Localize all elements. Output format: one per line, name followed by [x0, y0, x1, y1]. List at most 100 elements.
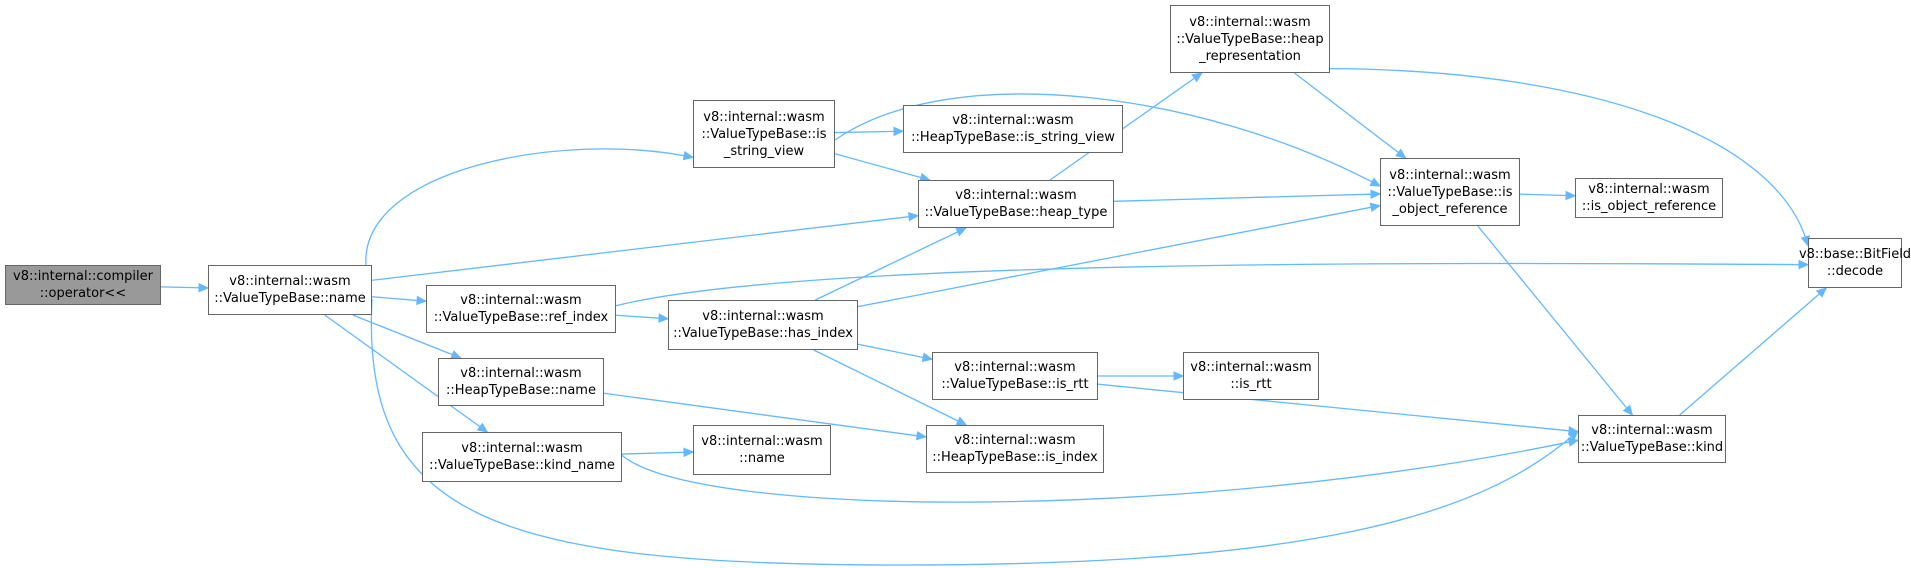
edge-is-string-view-to-ht-is-string-view: [834, 130, 904, 134]
edge-has-index-to-is-obj-ref: [857, 204, 1381, 308]
edge-kind-name-to-w-name: [621, 451, 694, 455]
edge-arrowhead: [955, 227, 967, 237]
node-label-line: v8::internal::wasm: [701, 434, 823, 449]
edge-arrowhead: [921, 352, 934, 362]
edge-arrowhead: [476, 422, 489, 433]
edge-has-index-to-is-rtt: [857, 343, 933, 360]
node-kind[interactable]: v8::internal::wasm::ValueTypeBase::kind: [1578, 415, 1726, 463]
node-is-string-view[interactable]: v8::internal::wasm::ValueTypeBase::is_st…: [693, 100, 835, 168]
node-label-line: v8::internal::wasm: [1591, 423, 1713, 438]
edge-arrowhead: [1191, 72, 1203, 83]
edge-heap-type-to-heap-rep: [1049, 72, 1203, 181]
edge-arrowhead: [893, 126, 905, 137]
node-w-name[interactable]: v8::internal::wasm::name: [693, 425, 831, 475]
node-label-line: v8::internal::compiler: [13, 269, 153, 284]
node-label-line: ::ValueTypeBase::kind: [1580, 440, 1724, 455]
edge-heap-rep-to-is-obj-ref: [1294, 72, 1406, 159]
edge-name-to-kind: [370, 298, 1579, 566]
node-label-line: ::ValueTypeBase::is_rtt: [941, 377, 1089, 392]
edge-name-to-heap-type: [371, 214, 919, 281]
node-ref-index[interactable]: v8::internal::wasm::ValueTypeBase::ref_i…: [426, 285, 616, 333]
edge-arrowhead: [955, 416, 968, 426]
node-label-line: ::ValueTypeBase::ref_index: [433, 310, 609, 325]
edge-arrowhead: [1815, 287, 1828, 298]
node-label-line: ::ValueTypeBase::heap: [1176, 31, 1324, 47]
node-label-line: v8::internal::wasm: [955, 188, 1077, 203]
edge-arrowhead: [908, 211, 920, 222]
node-label-line: ::name: [739, 451, 785, 466]
node-label-line: ::HeapTypeBase::is_string_view: [911, 130, 1115, 145]
edge-arrowhead: [1565, 190, 1577, 201]
edge-has-index-to-heap-type: [814, 227, 967, 301]
node-label-line: ::decode: [1826, 264, 1884, 279]
node-bitfield[interactable]: v8::base::BitField::decode: [1799, 238, 1911, 288]
node-label-line: ::ValueTypeBase::heap_type: [924, 205, 1108, 220]
node-is-obj-ref[interactable]: v8::internal::wasm::ValueTypeBase::is_ob…: [1380, 158, 1520, 226]
edge-arrowhead: [1369, 177, 1382, 187]
node-label-line: v8::internal::wasm: [954, 360, 1076, 375]
node-label-line: ::ValueTypeBase::kind_name: [429, 458, 615, 473]
edge-arrowhead: [1173, 371, 1185, 381]
node-label-line: v8::internal::wasm: [1588, 182, 1710, 197]
node-w-is-obj-ref[interactable]: v8::internal::wasm::is_object_reference: [1575, 178, 1723, 218]
node-kind-name[interactable]: v8::internal::wasm::ValueTypeBase::kind_…: [422, 432, 622, 482]
node-label-line: _representation: [1199, 48, 1301, 64]
node-ht-name[interactable]: v8::internal::wasm::HeapTypeBase::name: [438, 358, 604, 406]
node-label-line: v8::internal::wasm: [1190, 360, 1312, 375]
edge-kind-to-bitfield: [1679, 287, 1827, 416]
edge-arrowhead: [416, 295, 428, 306]
node-ht-is-index[interactable]: v8::internal::wasm::HeapTypeBase::is_ind…: [926, 425, 1104, 473]
node-label-line: v8::internal::wasm: [229, 274, 351, 289]
node-label-line: v8::internal::wasm: [460, 293, 582, 308]
edge-name-to-is-string-view: [365, 148, 694, 266]
edge-ht-name-to-ht-is-index: [603, 392, 927, 438]
node-label-line: v8::internal::wasm: [1189, 14, 1311, 30]
node-label-line: v8::internal::wasm: [1389, 167, 1511, 183]
node-label-line: v8::internal::wasm: [954, 433, 1076, 448]
node-label-line: v8::internal::wasm: [460, 366, 582, 381]
edge-ref-index-to-bitfield: [615, 262, 1809, 307]
edge-arrowhead: [1369, 202, 1382, 213]
node-label-line: v8::internal::wasm: [703, 109, 825, 125]
node-label-line: v8::internal::wasm: [461, 441, 583, 456]
edge-arrowhead: [198, 283, 210, 293]
edge-arrowhead: [1798, 259, 1810, 270]
node-label-line: ::ValueTypeBase::name: [214, 291, 366, 306]
edge-is-rtt-to-kind: [1097, 383, 1579, 433]
node-label-line: v8::internal::wasm: [702, 309, 824, 324]
node-name[interactable]: v8::internal::wasm::ValueTypeBase::name: [208, 265, 372, 315]
edge-heap-rep-to-bitfield: [1329, 67, 1809, 246]
edge-arrowhead: [1395, 148, 1407, 159]
edge-arrowhead: [1622, 404, 1634, 416]
node-label-line: v8::internal::wasm: [952, 113, 1074, 128]
edge-has-index-to-ht-is-index: [813, 349, 967, 426]
edge-arrowhead: [1568, 425, 1580, 436]
node-w-is-rtt[interactable]: v8::internal::wasm::is_rtt: [1183, 352, 1319, 400]
node-op[interactable]: v8::internal::compiler::operator<<: [5, 265, 161, 305]
edge-is-string-view-to-heap-type: [834, 153, 930, 181]
edge-arrowhead: [915, 430, 928, 441]
node-label-line: ::ValueTypeBase::is: [701, 126, 827, 142]
edge-is-obj-ref-to-kind: [1477, 225, 1633, 416]
node-is-rtt[interactable]: v8::internal::wasm::ValueTypeBase::is_rt…: [932, 352, 1098, 400]
node-label-line: ::HeapTypeBase::name: [446, 383, 596, 398]
node-label-line: ::is_object_reference: [1581, 199, 1717, 214]
edge-heap-type-to-is-obj-ref: [1113, 193, 1381, 202]
node-ht-is-string-view[interactable]: v8::internal::wasm::HeapTypeBase::is_str…: [903, 105, 1123, 153]
edge-is-string-view-to-is-obj-ref: [834, 93, 1381, 187]
edge-kind-name-to-kind: [621, 439, 1579, 503]
edge-arrowhead: [683, 447, 695, 458]
edge-arrowhead: [1567, 437, 1580, 447]
node-label-line: ::operator<<: [39, 286, 127, 301]
node-heap-rep[interactable]: v8::internal::wasm::ValueTypeBase::heap_…: [1170, 5, 1330, 73]
node-heap-type[interactable]: v8::internal::wasm::ValueTypeBase::heap_…: [918, 180, 1114, 228]
edge-arrowhead: [658, 313, 670, 323]
node-label-line: ::ValueTypeBase::has_index: [673, 326, 853, 341]
node-label-line: ::HeapTypeBase::is_index: [932, 450, 1098, 465]
node-has-index[interactable]: v8::internal::wasm::ValueTypeBase::has_i…: [668, 300, 858, 350]
node-label-line: v8::base::BitField: [1798, 247, 1911, 262]
node-label-line: _string_view: [723, 143, 805, 159]
edge-arrowhead: [1370, 189, 1382, 199]
